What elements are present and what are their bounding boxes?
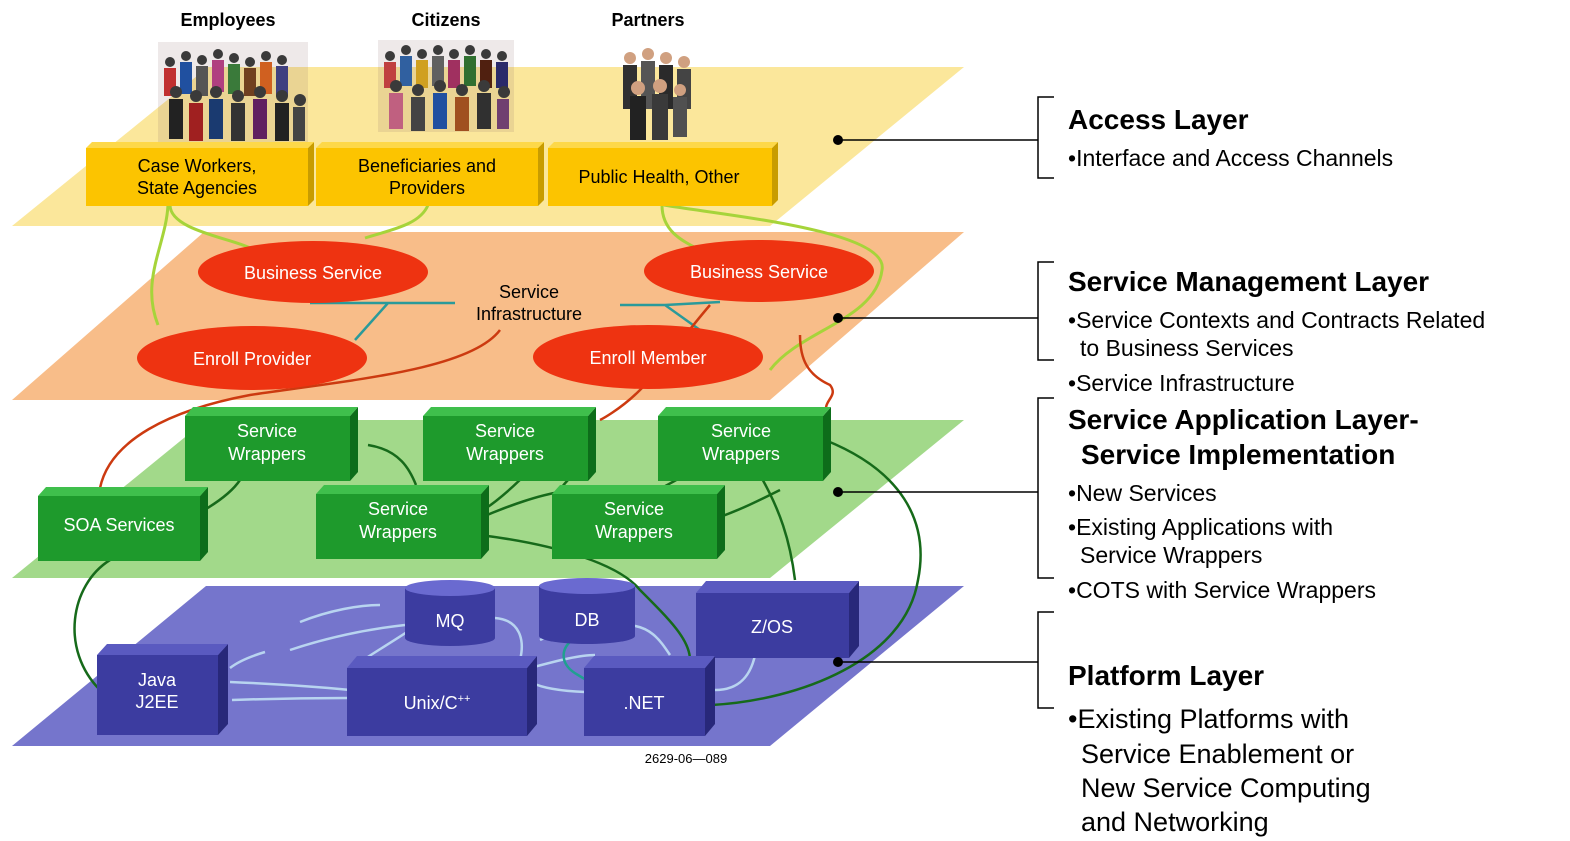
- db-cylinder: DB: [539, 578, 635, 644]
- platform-layer-title: Platform Layer: [1068, 660, 1265, 691]
- service-wrapper-1-line2: Wrappers: [228, 444, 306, 464]
- mq-label: MQ: [436, 611, 465, 631]
- service-wrapper-box-1: Service Wrappers: [185, 407, 358, 481]
- net-box: .NET: [584, 656, 715, 736]
- soa-services-box: SOA Services: [38, 487, 208, 561]
- access-box-caseworkers-line2: State Agencies: [137, 178, 257, 198]
- service-app-bullet-1-text: New Services: [1076, 480, 1217, 506]
- platform-bullet-1-cont-2: New Service Computing: [1081, 773, 1371, 803]
- service-app-layer-title-1: Service Application Layer-: [1068, 404, 1419, 435]
- access-layer-bullet-1: •Interface and Access Channels: [1068, 145, 1394, 171]
- access-box-beneficiaries: Beneficiaries and Providers: [316, 142, 544, 206]
- service-app-bullet-1: •New Services: [1068, 480, 1217, 506]
- service-app-layer-title-2: Service Implementation: [1081, 439, 1396, 470]
- partners-crowd-image: [623, 48, 691, 140]
- service-infrastructure-line1: Service: [499, 282, 559, 302]
- service-wrapper-box-4: Service Wrappers: [316, 485, 489, 559]
- business-service-ellipse-1: Business Service: [198, 241, 428, 303]
- service-wrapper-box-5: Service Wrappers: [552, 485, 725, 559]
- layer-pointer-dots: [833, 135, 843, 667]
- service-wrapper-box-2: Service Wrappers: [423, 407, 596, 481]
- employees-label: Employees: [180, 10, 275, 30]
- service-app-bullet-3: •COTS with Service Wrappers: [1068, 577, 1376, 603]
- platform-bullet-1-cont-1: Service Enablement or: [1081, 739, 1355, 769]
- access-layer-title: Access Layer: [1068, 104, 1249, 135]
- java-j2ee-box: Java J2EE: [97, 644, 228, 735]
- enroll-member-label: Enroll Member: [589, 348, 706, 368]
- net-label: .NET: [623, 693, 664, 713]
- mq-cylinder: MQ: [405, 580, 495, 646]
- service-mgmt-bullet-1-cont: to Business Services: [1080, 335, 1294, 361]
- access-box-caseworkers-line1: Case Workers,: [138, 156, 257, 176]
- service-app-bullet-2: •Existing Applications with: [1068, 514, 1334, 540]
- db-label: DB: [574, 610, 599, 630]
- service-wrapper-5-line1: Service: [604, 499, 664, 519]
- service-mgmt-bullet-2: •Service Infrastructure: [1068, 370, 1295, 396]
- figure-code: 2629-06—089: [645, 751, 727, 766]
- partners-label: Partners: [611, 10, 684, 30]
- unix-c-box: Unix/C++: [347, 656, 537, 736]
- platform-bullet-1-text: Existing Platforms with: [1077, 704, 1350, 734]
- service-wrapper-4-line2: Wrappers: [359, 522, 437, 542]
- unix-label-sup: ++: [458, 693, 471, 705]
- access-box-publichealth-label: Public Health, Other: [578, 167, 739, 187]
- service-wrapper-5-line2: Wrappers: [595, 522, 673, 542]
- enroll-member-ellipse: Enroll Member: [533, 325, 763, 389]
- unix-label-text: Unix/C: [404, 693, 458, 713]
- business-service-1-label: Business Service: [244, 263, 382, 283]
- service-mgmt-bullet-1: •Service Contexts and Contracts Related: [1068, 307, 1486, 333]
- platform-bullet-1: •Existing Platforms with: [1068, 704, 1350, 734]
- service-app-bullet-2-text: Existing Applications with: [1076, 514, 1334, 540]
- service-wrapper-3-line1: Service: [711, 421, 771, 441]
- citizens-crowd-image: [378, 40, 514, 132]
- employees-crowd-image: [158, 42, 308, 142]
- service-app-bullet-2-cont: Service Wrappers: [1080, 542, 1263, 568]
- java-label-line2: J2EE: [135, 692, 178, 712]
- enroll-provider-label: Enroll Provider: [193, 349, 311, 369]
- enroll-provider-ellipse: Enroll Provider: [137, 326, 367, 390]
- zos-box: Z/OS: [696, 581, 859, 658]
- zos-label: Z/OS: [751, 617, 793, 637]
- business-service-ellipse-2: Business Service: [644, 240, 874, 302]
- service-wrapper-1-line1: Service: [237, 421, 297, 441]
- service-wrapper-box-3: Service Wrappers: [658, 407, 831, 481]
- access-box-publichealth: Public Health, Other: [548, 142, 778, 206]
- access-box-beneficiaries-line2: Providers: [389, 178, 465, 198]
- access-box-beneficiaries-line1: Beneficiaries and: [358, 156, 496, 176]
- access-box-caseworkers: Case Workers, State Agencies: [86, 142, 314, 206]
- service-mgmt-bullet-2-text: Service Infrastructure: [1076, 370, 1295, 396]
- soa-services-label: SOA Services: [63, 515, 174, 535]
- citizens-label: Citizens: [411, 10, 480, 30]
- service-wrapper-3-line2: Wrappers: [702, 444, 780, 464]
- layer-pointers: [838, 96, 1054, 709]
- service-wrapper-4-line1: Service: [368, 499, 428, 519]
- business-service-2-label: Business Service: [690, 262, 828, 282]
- layer-legend-panel: Access Layer •Interface and Access Chann…: [1068, 0, 1568, 841]
- service-mgmt-bullet-1-text: Service Contexts and Contracts Related: [1076, 307, 1486, 333]
- access-layer-bullet-1-text: Interface and Access Channels: [1076, 145, 1394, 171]
- service-wrapper-2-line1: Service: [475, 421, 535, 441]
- unix-label: Unix/C++: [404, 693, 471, 713]
- access-connectors: [150, 203, 884, 371]
- service-wrapper-2-line2: Wrappers: [466, 444, 544, 464]
- service-app-bullet-3-text: COTS with Service Wrappers: [1076, 577, 1376, 603]
- service-mgmt-layer-title: Service Management Layer: [1068, 266, 1430, 297]
- platform-bullet-1-cont-3: and Networking: [1081, 807, 1269, 837]
- java-label-line1: Java: [138, 670, 177, 690]
- service-infrastructure-line2: Infrastructure: [476, 304, 582, 324]
